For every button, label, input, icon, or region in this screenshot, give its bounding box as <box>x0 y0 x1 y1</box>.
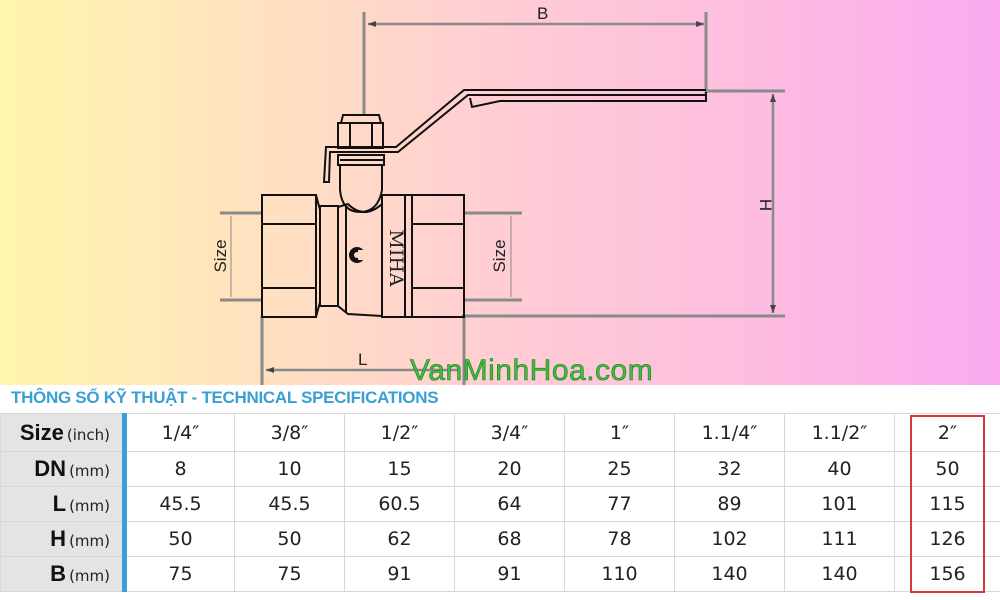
row-unit: (mm) <box>69 462 110 480</box>
valve-marking: MIHA <box>385 229 407 287</box>
row-header: L(mm) <box>0 486 127 522</box>
table-cell: 75 <box>124 556 235 592</box>
table-cell: 110 <box>564 556 675 592</box>
row-header: Size(inch) <box>0 413 127 452</box>
table-cell: 60.5 <box>344 486 455 522</box>
table-cell: 10 <box>234 451 345 487</box>
table-cell: 89 <box>674 486 785 522</box>
table-cell: 25 <box>564 451 675 487</box>
table-cell: 45.5 <box>234 486 345 522</box>
table-cell: 62 <box>344 521 455 557</box>
table-cell: 32 <box>674 451 785 487</box>
row-label: H <box>50 526 67 551</box>
dimension-label-h: H <box>756 199 775 211</box>
table-cell: 140 <box>784 556 895 592</box>
watermark: VanMinhHoa.com <box>410 354 654 387</box>
valve-body <box>261 89 707 318</box>
table-cell: 102 <box>674 521 785 557</box>
row-label: DN <box>34 456 67 481</box>
table-cell: 40 <box>784 451 895 487</box>
table-cell: 75 <box>234 556 345 592</box>
table-cell: 1″ <box>564 413 675 452</box>
row-unit: (mm) <box>69 497 110 515</box>
row-unit: (mm) <box>69 532 110 550</box>
dimension-arrows <box>266 21 776 373</box>
table-cell: 1.1/4″ <box>674 413 785 452</box>
table-cell: 50 <box>894 451 1000 487</box>
row-label: L <box>52 491 67 516</box>
table-cell: 111 <box>784 521 895 557</box>
row-header: B(mm) <box>0 556 127 592</box>
row-label: B <box>50 561 67 586</box>
row-label: Size <box>19 419 64 445</box>
valve-dimension-diagram: MIHA B H L Size Size VanMinhHoa.com <box>0 0 1000 387</box>
table-cell: 101 <box>784 486 895 522</box>
table-row: Size(inch)1/4″3/8″1/2″3/4″1″1.1/4″1.1/2″… <box>0 413 1000 452</box>
table-cell: 91 <box>344 556 455 592</box>
dimension-label-size-left: Size <box>211 239 230 272</box>
table-cell: 1/2″ <box>344 413 455 452</box>
dimension-lines <box>220 12 785 385</box>
spec-table: Size(inch)1/4″3/8″1/2″3/4″1″1.1/4″1.1/2″… <box>0 413 1000 592</box>
table-cell: 77 <box>564 486 675 522</box>
table-cell: 68 <box>454 521 565 557</box>
dimension-label-b: B <box>537 4 548 23</box>
table-cell: 64 <box>454 486 565 522</box>
row-unit: (inch) <box>66 425 110 444</box>
table-cell: 2″ <box>894 413 1000 452</box>
dimension-label-l: L <box>358 350 367 369</box>
table-cell: 45.5 <box>124 486 235 522</box>
dimension-label-size-right: Size <box>490 239 509 272</box>
table-cell: 15 <box>344 451 455 487</box>
table-cell: 140 <box>674 556 785 592</box>
miha-logo-icon <box>349 247 366 263</box>
ball-valve-drawing: MIHA B H L Size Size <box>211 4 785 385</box>
table-cell: 115 <box>894 486 1000 522</box>
row-unit: (mm) <box>69 567 110 585</box>
table-cell: 50 <box>234 521 345 557</box>
table-cell: 1/4″ <box>124 413 235 452</box>
table-cell: 91 <box>454 556 565 592</box>
row-header: DN(mm) <box>0 451 127 487</box>
table-cell: 126 <box>894 521 1000 557</box>
table-cell: 3/4″ <box>454 413 565 452</box>
table-cell: 20 <box>454 451 565 487</box>
table-cell: 8 <box>124 451 235 487</box>
spec-table-title: THÔNG SỐ KỸ THUẬT - TECHNICAL SPECIFICAT… <box>11 388 439 407</box>
table-cell: 156 <box>894 556 1000 592</box>
table-cell: 3/8″ <box>234 413 345 452</box>
table-cell: 50 <box>124 521 235 557</box>
table-cell: 78 <box>564 521 675 557</box>
row-header: H(mm) <box>0 521 127 557</box>
table-cell: 1.1/2″ <box>784 413 895 452</box>
